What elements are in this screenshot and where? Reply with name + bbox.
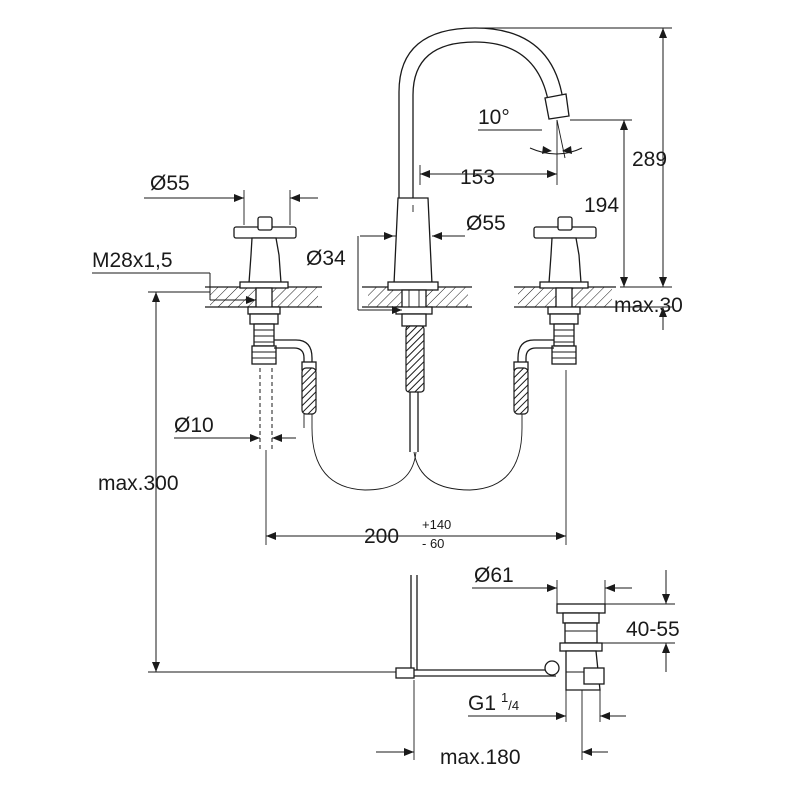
left-cross-handle [233,216,317,450]
label-max300: max.300 [98,472,179,495]
label-thread-m28: M28x1,5 [92,249,173,272]
label-spacing: 200 [364,525,399,548]
label-max30: max.30 [614,294,683,317]
label-phi61: Ø61 [474,564,514,587]
label-range-40-55: 40-55 [626,618,680,641]
label-phi10: Ø10 [174,414,214,437]
label-height-194: 194 [584,194,619,217]
label-reach: 153 [460,166,495,189]
dimension-lines [92,27,675,760]
label-phi34: Ø34 [306,247,346,270]
dimension-labels: Ø55 M28x1,5 Ø34 Ø55 10° 153 289 194 max.… [92,106,683,769]
connection-hoses [303,414,523,491]
label-tolerance-plus: +140 [422,517,451,532]
spout [387,27,570,452]
label-phi55-left: Ø55 [150,172,190,195]
pop-up-waste [395,575,606,691]
label-angle: 10° [478,106,510,129]
label-height-289: 289 [632,148,667,171]
label-phi55-center: Ø55 [466,212,506,235]
label-max180: max.180 [440,746,521,769]
countertop [205,286,616,308]
label-tolerance-minus: - 60 [422,536,444,551]
right-cross-handle [513,216,597,415]
